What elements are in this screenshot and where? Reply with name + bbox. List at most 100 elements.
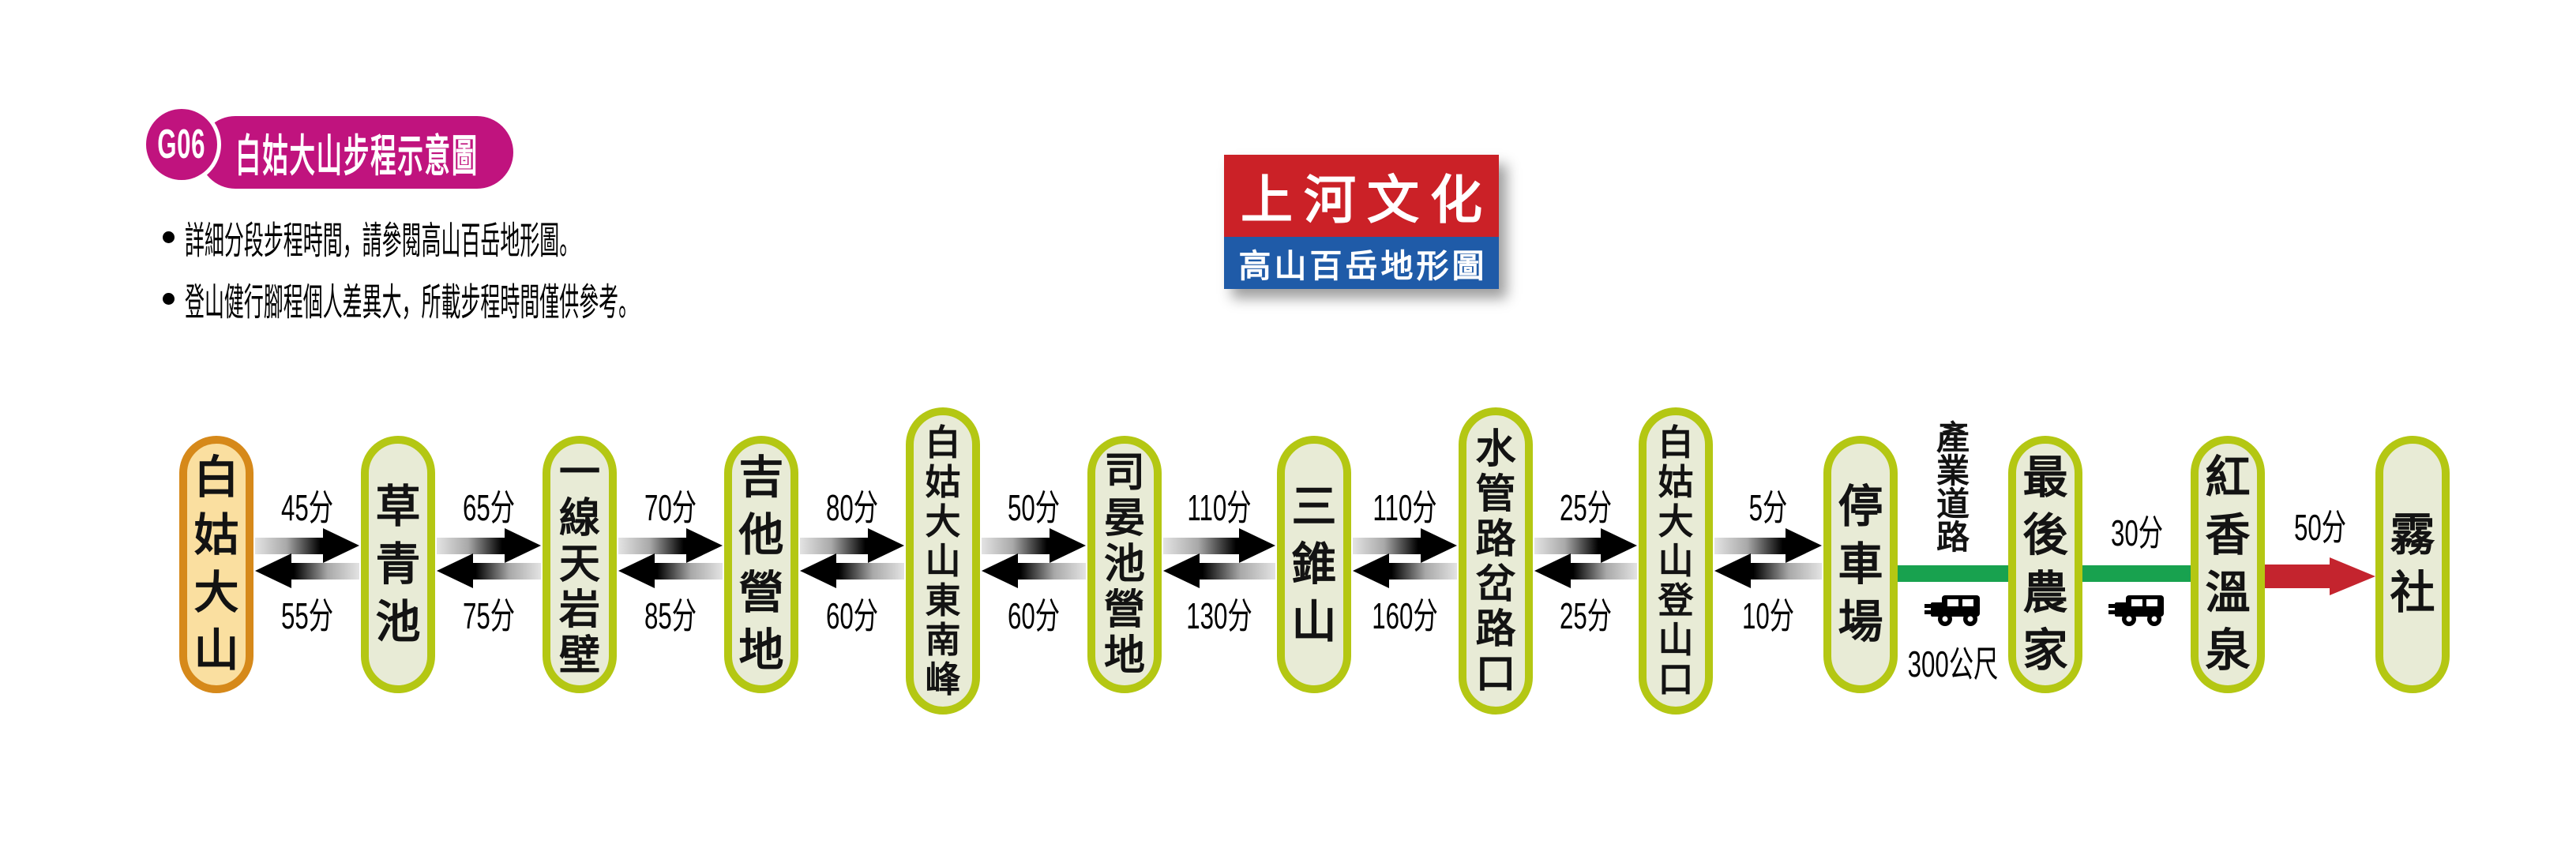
arrow-shaft — [1388, 563, 1457, 580]
arrow-head-icon — [1714, 553, 1751, 588]
trail-arrow-backward-icon — [437, 553, 541, 588]
road-name-char: 產 — [1936, 419, 1970, 456]
arrow-shaft — [1163, 538, 1241, 554]
station-name-char: 泉 — [2205, 625, 2251, 676]
arrow-head-icon — [1534, 553, 1571, 588]
time-label-forward: 50分 — [1007, 487, 1061, 528]
station-name-char: 山 — [1291, 596, 1337, 647]
title-badge: 白姑大山步程示意圖 — [199, 116, 513, 189]
station-label: 三錐山 — [1285, 478, 1343, 651]
station-node: 草青池 — [361, 436, 435, 693]
station-name-char: 登 — [1658, 580, 1694, 621]
station-name-char: 東 — [925, 580, 961, 621]
arrow-shaft — [1198, 563, 1275, 580]
arrow-shaft — [255, 538, 325, 554]
station-name-char: 南 — [925, 619, 961, 660]
drive-time-label: 50分 — [2293, 507, 2347, 548]
station-name-char: 他 — [738, 510, 784, 561]
arrow-shaft — [982, 538, 1051, 554]
station-name-char: 青 — [375, 538, 421, 590]
trail-arrow-backward-icon — [1353, 553, 1457, 588]
station-name-char: 停 — [1838, 481, 1883, 532]
station-label: 紅香溫泉 — [2199, 449, 2257, 680]
station-name-char: 草 — [375, 481, 421, 532]
arrow-head-icon — [1786, 528, 1822, 563]
station-name-char: 池 — [1103, 542, 1145, 587]
station-node: 司晏池營地 — [1087, 436, 1162, 693]
road-name-char: 業 — [1936, 452, 1970, 490]
station-name-char: 路 — [1475, 606, 1516, 651]
arrow-shaft — [437, 538, 506, 554]
station-name-char: 池 — [375, 596, 421, 647]
station-name-char: 路 — [1475, 516, 1516, 561]
station-name-char: 農 — [2022, 568, 2068, 618]
station-name-char: 三 — [1291, 481, 1337, 532]
station-name-char: 姑 — [193, 510, 239, 561]
arrow-head-icon — [1163, 553, 1200, 588]
station-node: 白姑大山登山口 — [1639, 407, 1713, 715]
route-code: G06 — [157, 122, 206, 167]
station-name-char: 天 — [558, 542, 600, 587]
station-name-char: 岔 — [1475, 561, 1516, 606]
time-label-backward: 55分 — [280, 595, 334, 636]
route-code-badge: G06 — [142, 105, 221, 184]
time-label-forward: 25分 — [1559, 487, 1613, 528]
arrow-head-icon — [323, 528, 359, 563]
station-label: 吉他營地 — [732, 449, 790, 680]
station-label: 停車場 — [1831, 478, 1890, 651]
time-label-backward: 160分 — [1372, 595, 1438, 636]
station-label: 最後農家 — [2016, 449, 2075, 680]
arrow-shaft — [1534, 538, 1602, 554]
publisher-logo-top: 上河文化 — [1224, 155, 1499, 237]
time-label-forward: 110分 — [1187, 487, 1252, 528]
station-name-char: 峰 — [925, 658, 961, 700]
drive-arrow-icon — [2265, 557, 2375, 595]
arrow-head-icon — [1421, 528, 1457, 563]
road-name-char: 道 — [1936, 486, 1970, 523]
station-name-char: 晏 — [1103, 496, 1145, 542]
time-label-forward: 5分 — [1748, 487, 1788, 528]
station-name-char: 營 — [1103, 587, 1145, 633]
arrow-shaft — [1714, 538, 1787, 554]
station-name-char: 口 — [1658, 658, 1694, 700]
time-label-forward: 65分 — [462, 487, 516, 528]
road-line — [1893, 565, 2013, 582]
station-node: 三錐山 — [1277, 436, 1351, 693]
station-name-char: 管 — [1475, 471, 1516, 516]
station-name-char: 溫 — [2205, 568, 2251, 618]
arrow-head-icon — [982, 553, 1018, 588]
note-line: 詳細分段步程時間，請參閱高山百岳地形圖。 — [163, 215, 943, 262]
station-name-char: 霧 — [2390, 510, 2435, 561]
trail-arrow-backward-icon — [255, 553, 359, 588]
arrow-head-icon — [868, 528, 904, 563]
station-name-char: 家 — [2022, 625, 2068, 676]
station-node: 白姑大山 — [179, 436, 253, 693]
arrow-shaft — [1016, 563, 1086, 580]
arrow-head-icon — [437, 553, 473, 588]
note-text: 詳細分段步程時間，請參閱高山百岳地形圖。 — [185, 220, 580, 262]
arrow-shaft — [2265, 565, 2331, 588]
time-label-backward: 75分 — [462, 595, 516, 636]
publisher-name: 上河文化 — [1241, 172, 1493, 230]
arrow-head-icon — [618, 553, 655, 588]
trail-arrow-forward-icon — [437, 528, 541, 563]
arrow-shaft — [471, 563, 541, 580]
station-node: 水管路岔路口 — [1459, 407, 1533, 715]
station-name-char: 一 — [558, 450, 600, 496]
station-name-char: 營 — [738, 568, 784, 618]
station-node: 紅香溫泉 — [2191, 436, 2265, 693]
trail-arrow-forward-icon — [1534, 528, 1637, 563]
trail-arrow-forward-icon — [1353, 528, 1457, 563]
station-name-char: 姑 — [925, 461, 961, 502]
note-line: 登山健行腳程個人差異大，所載步程時間僅供參考。 — [163, 276, 1057, 324]
station-label: 白姑大山 — [187, 449, 246, 680]
station-label: 一線天岩壁 — [550, 450, 609, 679]
arrow-head-icon — [800, 553, 836, 588]
road-line — [2078, 565, 2195, 582]
station-name-char: 大 — [1658, 501, 1694, 542]
trail-arrow-backward-icon — [982, 553, 1086, 588]
station-node: 停車場 — [1823, 436, 1898, 693]
station-label: 司晏池營地 — [1095, 450, 1154, 679]
station-name-char: 山 — [1658, 619, 1694, 660]
arrow-head-icon — [505, 528, 541, 563]
